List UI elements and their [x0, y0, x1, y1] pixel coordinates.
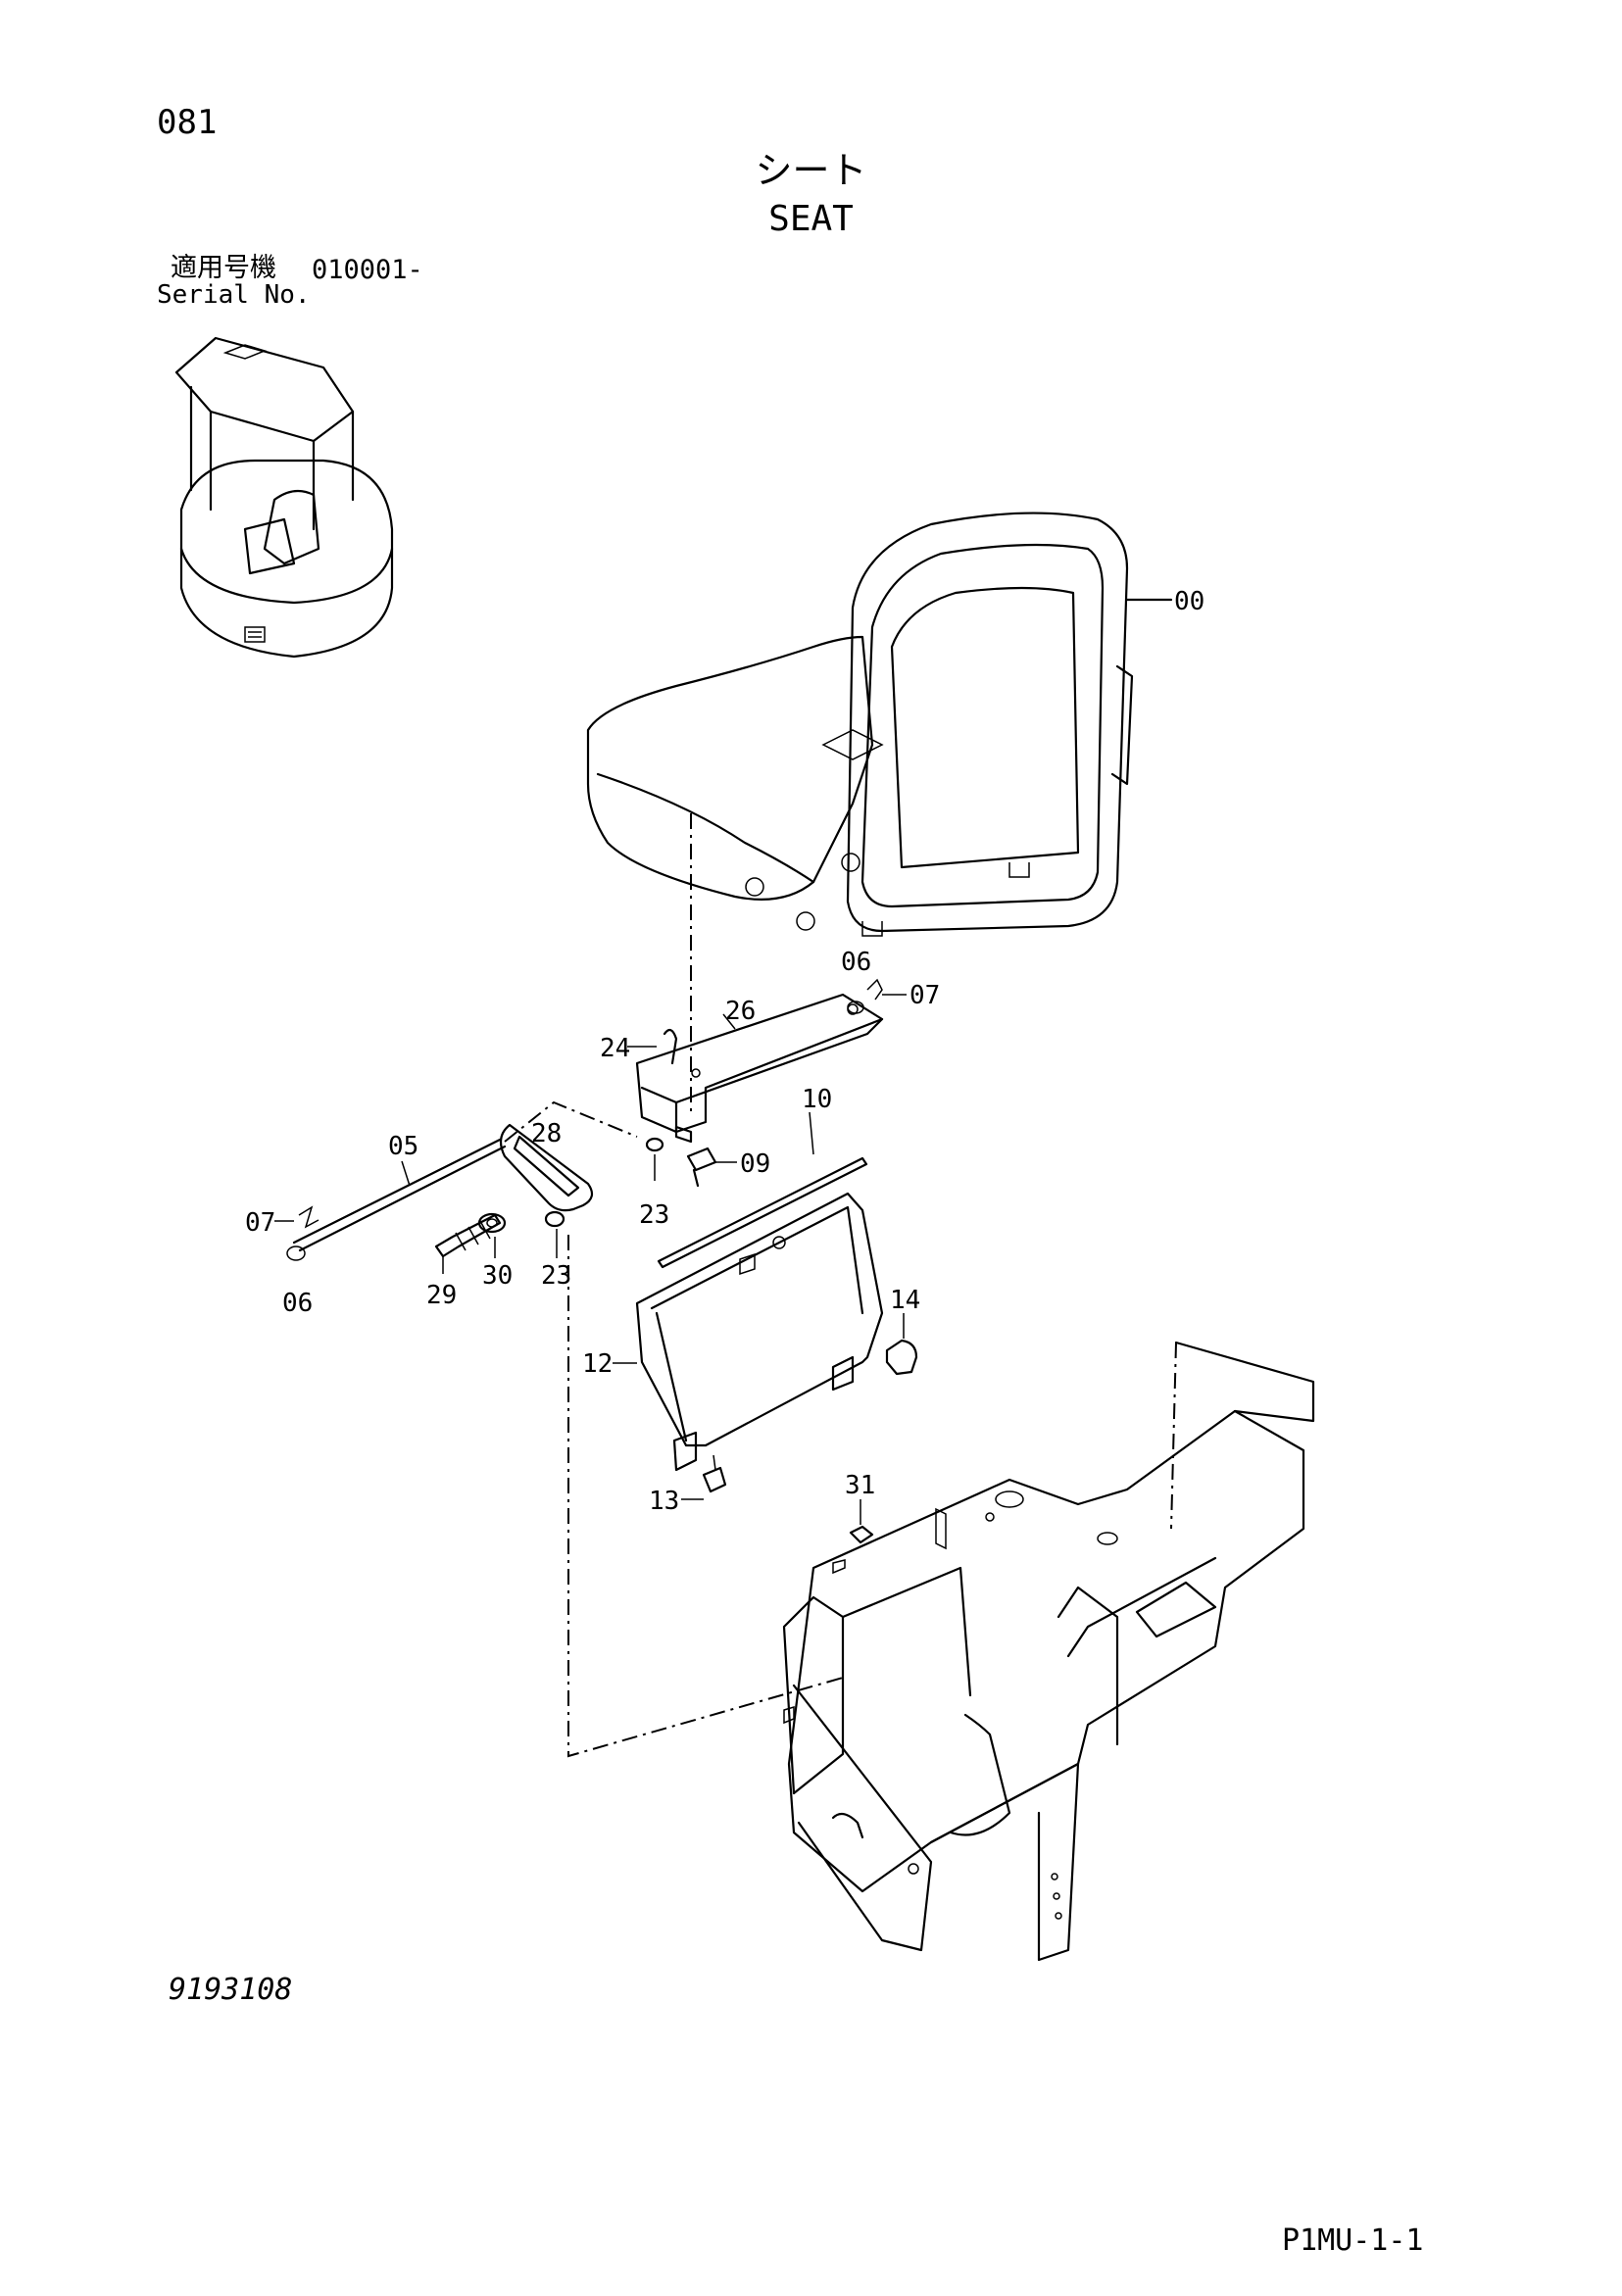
callout-13: 13: [649, 1487, 679, 1516]
drawing-number: 9193108: [169, 1973, 293, 2007]
callout-10: 10: [802, 1085, 832, 1114]
callout-09: 09: [740, 1149, 770, 1179]
page-title: SEAT: [768, 199, 854, 239]
callout-07-lower: 07: [245, 1208, 275, 1238]
callout-14: 14: [890, 1286, 920, 1315]
machine-overview-thumbnail: [174, 336, 394, 659]
callout-12: 12: [582, 1349, 613, 1379]
callout-30: 30: [482, 1261, 513, 1291]
callout-05: 05: [388, 1132, 418, 1161]
seat-assembly: [586, 512, 1134, 937]
callout-28: 28: [531, 1119, 562, 1148]
serial-label-japanese: 適用号機: [171, 253, 276, 283]
callout-29: 29: [426, 1281, 457, 1310]
callout-06-upper: 06: [841, 948, 871, 977]
sheet-code: P1MU-1-1: [1282, 2223, 1424, 2258]
callout-23-right: 23: [639, 1200, 669, 1230]
callout-31: 31: [845, 1471, 875, 1500]
seat-support-panel: [635, 1192, 884, 1472]
callout-26: 26: [725, 997, 756, 1026]
callout-06-lower: 06: [282, 1289, 313, 1318]
page-title-japanese: シート: [755, 149, 867, 192]
callout-24: 24: [600, 1034, 630, 1063]
main-frame: [782, 1341, 1315, 1962]
serial-number-value: 010001-: [312, 255, 423, 285]
serial-label: Serial No.: [157, 280, 311, 310]
callout-23-left: 23: [541, 1261, 571, 1291]
seat-bracket: [635, 993, 884, 1144]
page-number: 081: [157, 103, 218, 142]
callout-07-upper: 07: [909, 981, 940, 1010]
callout-00: 00: [1174, 587, 1204, 616]
